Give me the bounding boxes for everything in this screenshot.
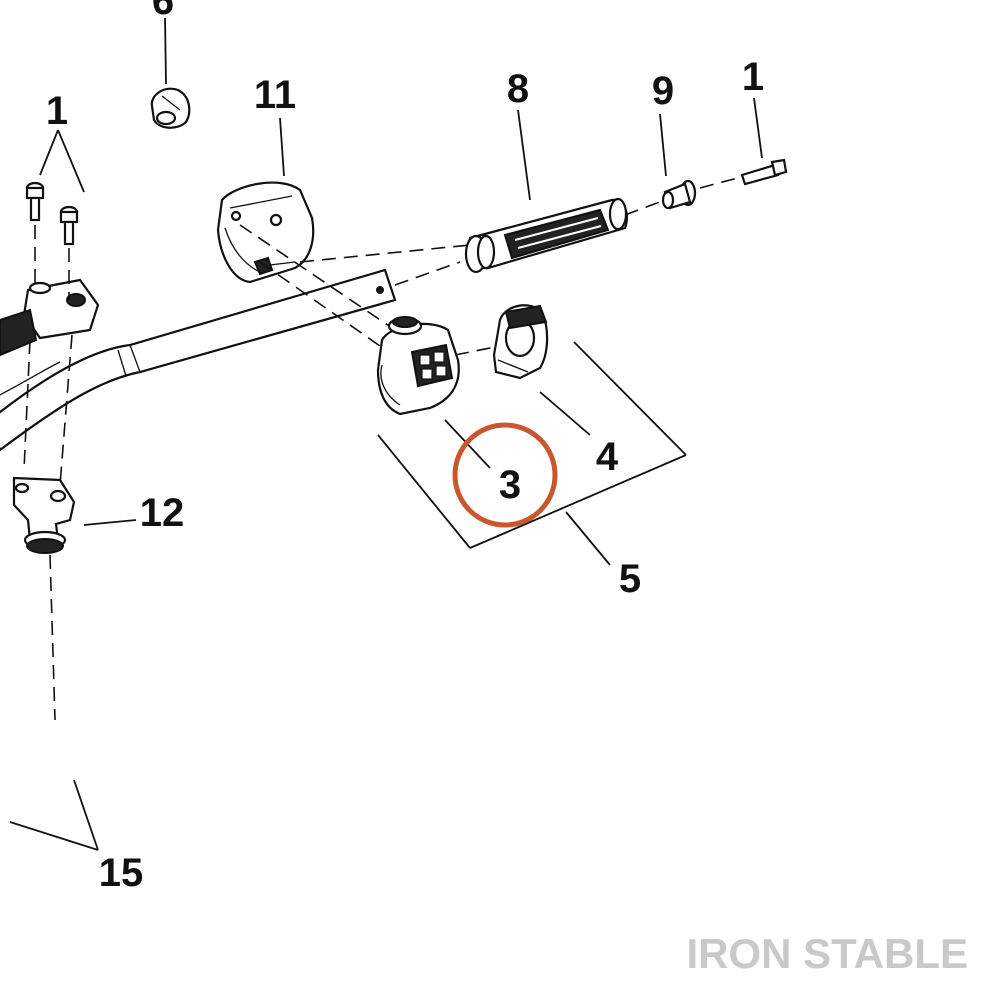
part-4-switch-lower	[492, 304, 549, 380]
part-8-grip	[464, 197, 629, 274]
part-6-clip	[150, 87, 191, 129]
callout-9: 9	[652, 69, 674, 113]
leader-lines	[9, 17, 763, 851]
callout-12: 12	[140, 491, 185, 535]
callout-1-left: 1	[46, 89, 68, 133]
watermark-iron-stable: IRON STABLE	[686, 930, 968, 977]
callout-3: 3	[499, 463, 521, 507]
part-11-housing-cover	[216, 181, 315, 284]
part-3-switch-housing	[376, 316, 460, 416]
callout-5: 5	[619, 557, 641, 601]
riser-12	[12, 476, 76, 554]
bolt-right	[740, 158, 788, 186]
bolt-left-b	[59, 205, 79, 246]
riser-clamp-top	[0, 278, 100, 357]
callout-8: 8	[507, 67, 529, 111]
callout-11: 11	[254, 73, 296, 117]
callout-6: 6	[152, 0, 174, 23]
callout-4: 4	[596, 435, 619, 479]
bolt-left-a	[25, 181, 45, 222]
callout-1-right: 1	[742, 55, 764, 99]
highlight-circle	[452, 422, 558, 528]
part-9-end-cap	[661, 179, 697, 210]
callout-15: 15	[99, 851, 144, 895]
handlebar	[0, 268, 397, 452]
callout-labels: 6 11 8 9 1 1 4 3 5 12 15	[46, 0, 764, 895]
